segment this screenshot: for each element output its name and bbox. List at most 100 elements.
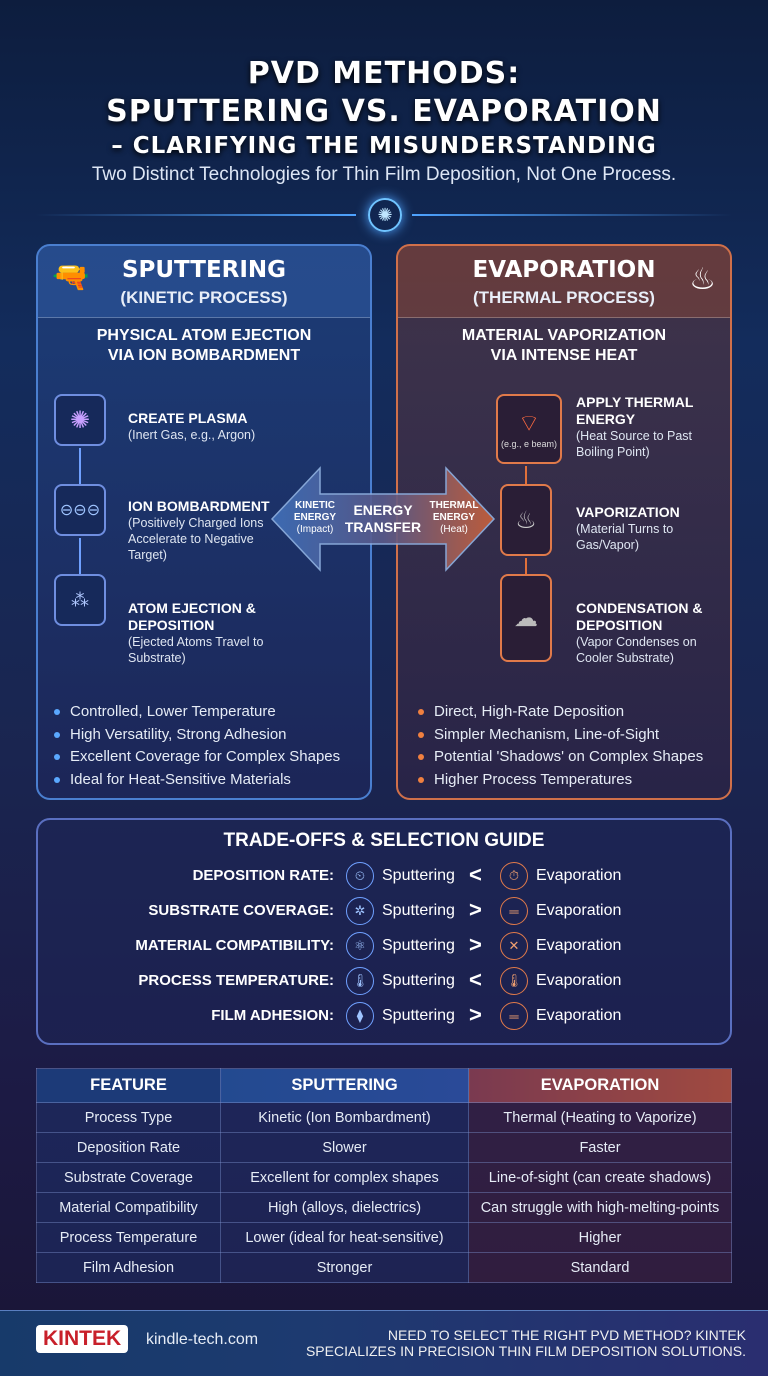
table-header: FEATURE SPUTTERING EVAPORATION [36,1068,732,1103]
sputtering-process: (KINETIC PROCESS) [120,288,288,307]
step-vaporization: VAPORIZATION(Material Turns to Gas/Vapor… [576,504,706,553]
bullet: High Versatility, Strong Adhesion [54,724,340,747]
comparison-symbol: < [469,862,482,887]
bullet: Higher Process Temperatures [418,769,703,792]
table-cell: High (alloys, dielectrics) [220,1192,469,1223]
tradeoffs-panel: TRADE-OFFS & SELECTION GUIDE DEPOSITION … [36,818,732,1045]
sputtering-benefits: Controlled, Lower Temperature High Versa… [54,701,340,791]
bullet: Excellent Coverage for Complex Shapes [54,746,340,769]
step-title: ION BOMBARDMENT [128,498,270,514]
step-atom-ejection: ATOM EJECTION & DEPOSITION(Ejected Atoms… [128,600,268,666]
table-cell: Kinetic (Ion Bombardment) [220,1102,469,1133]
evaporation-subtitle-2: VIA INTENSE HEAT [490,347,638,364]
website-link[interactable]: kindle-tech.com [146,1331,259,1348]
evaporation-subtitle-1: MATERIAL VAPORIZATION [461,327,667,344]
evaporation-metric-icon: ⏱ [500,862,528,890]
table-cell: Excellent for complex shapes [220,1162,469,1193]
center-line-1: ENERGY [353,502,413,518]
kinetic-line-3: (Impact) [296,524,334,535]
comparison-table: FEATURE SPUTTERING EVAPORATION Process T… [36,1068,732,1283]
table-cell: Process Type [36,1102,221,1133]
title-line-1: PVD METHODS: [247,56,521,91]
evaporation-subtitle: MATERIAL VAPORIZATION VIA INTENSE HEAT [398,326,730,366]
step-condensation: CONDENSATION & DEPOSITION(Vapor Condense… [576,600,716,666]
kinetic-line-2: ENERGY [293,512,337,523]
comparison-symbol: > [469,897,482,922]
plasma-icon: ✺ [54,394,106,446]
tradeoff-evaporation: Evaporation [536,937,622,954]
arrow-down [525,558,527,574]
table-cell: Slower [220,1132,469,1163]
tradeoff-sputtering: Sputtering [382,972,455,989]
tradeoffs-title: TRADE-OFFS & SELECTION GUIDE [223,830,545,851]
bullet: Potential 'Shadows' on Complex Shapes [418,746,703,769]
tradeoff-sputtering: Sputtering [382,937,455,954]
tradeoff-label: DEPOSITION RATE: [192,867,334,884]
comparison-symbol: > [469,1002,482,1027]
table-cell: Film Adhesion [36,1252,221,1283]
step-apply-thermal-energy: APPLY THERMAL ENERGY(Heat Source to Past… [576,394,726,460]
evaporation-panel: EVAPORATION (THERMAL PROCESS) ♨ MATERIAL… [396,244,732,800]
center-line-2: TRANSFER [344,519,422,535]
sun-icon: ✺ [368,198,402,232]
header-feature: FEATURE [36,1068,221,1103]
tradeoff-label: MATERIAL COMPATIBILITY: [135,937,334,954]
bullet: Ideal for Heat-Sensitive Materials [54,769,340,792]
table-cell: Standard [468,1252,732,1283]
divider-left [36,214,356,216]
step-desc: (Inert Gas, e.g., Argon) [128,428,256,442]
header-sputtering: SPUTTERING [220,1068,469,1103]
step-desc: (Vapor Condenses on Cooler Substrate) [576,635,697,665]
comparison-symbol: < [469,967,482,992]
evaporation-benefits: Direct, High-Rate Deposition Simpler Mec… [418,701,703,791]
footer-line-1: NEED TO SELECT THE RIGHT PVD METHOD? KIN… [387,1327,746,1343]
arrow-down [79,538,81,574]
tradeoff-evaporation: Evaporation [536,1007,622,1024]
sputtering-header: 🔫 SPUTTERING (KINETIC PROCESS) [38,246,370,318]
tradeoff-label: FILM ADHESION: [211,1007,334,1024]
table-cell: Process Temperature [36,1222,221,1253]
kinetic-line-1: KINETIC [295,500,335,511]
tradeoff-label: SUBSTRATE COVERAGE: [148,902,334,919]
subtitle: Two Distinct Technologies for Thin Film … [91,164,677,185]
tradeoff-sputtering: Sputtering [382,902,455,919]
kintek-logo[interactable]: KINTEK [36,1325,129,1353]
table-cell: Line-of-sight (can create shadows) [468,1162,732,1193]
sputtering-subtitle-1: PHYSICAL ATOM EJECTION [96,327,312,344]
step-desc: (Ejected Atoms Travel to Substrate) [128,635,264,665]
step-desc: (Positively Charged Ions Accelerate to N… [128,516,264,562]
title-line-2: SPUTTERING VS. EVAPORATION [106,94,662,129]
tradeoff-row: SUBSTRATE COVERAGE: ✲ Sputtering > ═ Eva… [38,897,730,927]
sputtering-metric-icon: ⏲ [346,862,374,890]
tradeoff-row: DEPOSITION RATE: ⏲ Sputtering < ⏱ Evapor… [38,862,730,892]
title-line-3: – CLARIFYING THE MISUNDERSTANDING [111,133,657,159]
table-cell: Material Compatibility [36,1192,221,1223]
sputtering-metric-icon: ✲ [346,897,374,925]
condensation-icon: ☁ [500,574,552,662]
tradeoff-evaporation: Evaporation [536,972,622,989]
evaporation-metric-icon: ═ [500,897,528,925]
tradeoff-sputtering: Sputtering [382,1007,455,1024]
arrow-down [525,466,527,484]
thermal-line-2: ENERGY [432,512,476,523]
table-cell: Deposition Rate [36,1132,221,1163]
tradeoff-row: FILM ADHESION: ⧫ Sputtering > ═ Evaporat… [38,1002,730,1032]
footer-cta: NEED TO SELECT THE RIGHT PVD METHOD? KIN… [306,1327,746,1359]
bullet: Controlled, Lower Temperature [54,701,340,724]
evaporation-process: (THERMAL PROCESS) [473,288,655,307]
table-cell: Lower (ideal for heat-sensitive) [220,1222,469,1253]
step-ion-bombardment: ION BOMBARDMENT (Positively Charged Ions … [128,498,278,563]
boiling-pot-icon: ♨ [689,263,716,296]
tradeoff-evaporation: Evaporation [536,902,622,919]
step-title: ATOM EJECTION & DEPOSITION [128,600,256,633]
